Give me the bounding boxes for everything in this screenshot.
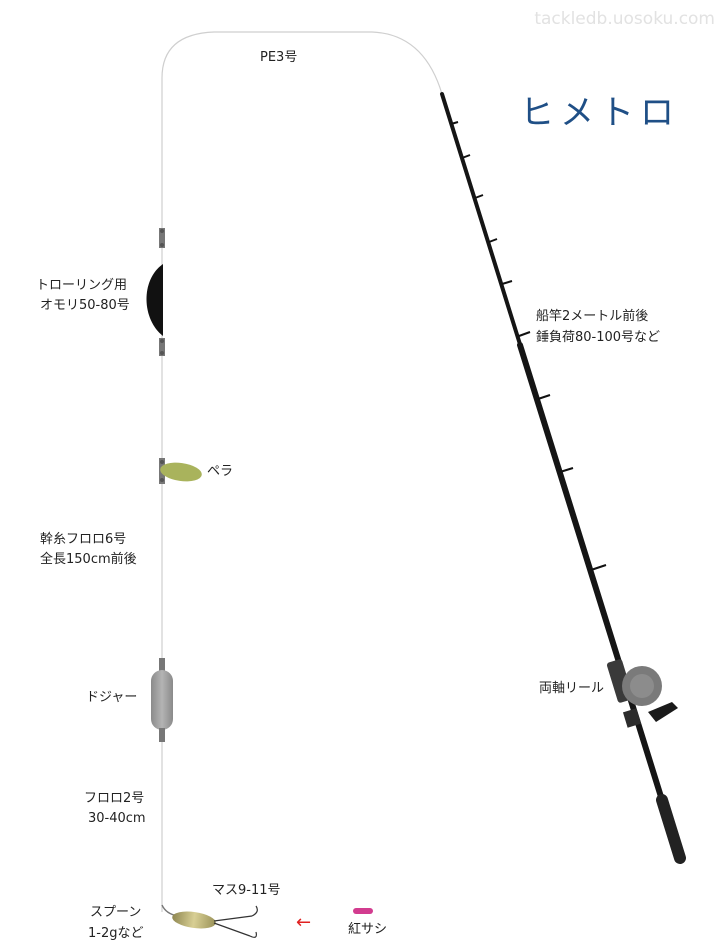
fluoro-label-1: フロロ2号 [84, 791, 144, 806]
dodger-icon [151, 658, 173, 742]
leader-label-1: 幹糸フロロ6号 [40, 531, 126, 547]
blade-icon [159, 458, 202, 484]
hook-label: マス9-11号 [212, 883, 281, 898]
reel-icon [606, 659, 678, 728]
rod-label-2: 錘負荷80-100号など [536, 329, 660, 345]
main-line [161, 31, 443, 232]
arrow-icon: ← [296, 912, 311, 933]
sinker-label-2: オモリ50-80号 [40, 298, 130, 313]
dodger-label: ドジャー [86, 690, 137, 705]
trolling-sinker-icon [146, 228, 165, 356]
red-maggot-icon [353, 908, 373, 914]
rod-label-1: 船竿2メートル前後 [536, 308, 648, 324]
leader-label-2: 全長150cm前後 [40, 551, 137, 567]
reel-label: 両軸リール [539, 681, 604, 696]
spoon-label-1: スプーン [90, 905, 141, 920]
spoon-icon [161, 904, 216, 929]
mainline-label: PE3号 [260, 50, 297, 65]
blade-label: ペラ [207, 464, 233, 479]
sinker-label-1: トローリング用 [36, 278, 127, 293]
watermark: tackledb.uosoku.com [534, 9, 715, 29]
bait-label: 紅サシ [348, 922, 387, 937]
fluoro-label-2: 30-40cm [88, 811, 146, 826]
page-title: ヒメトロ [520, 93, 680, 133]
hook-icon [213, 905, 258, 938]
spoon-label-2: 1-2gなど [88, 926, 144, 941]
rod-icon [440, 92, 686, 864]
